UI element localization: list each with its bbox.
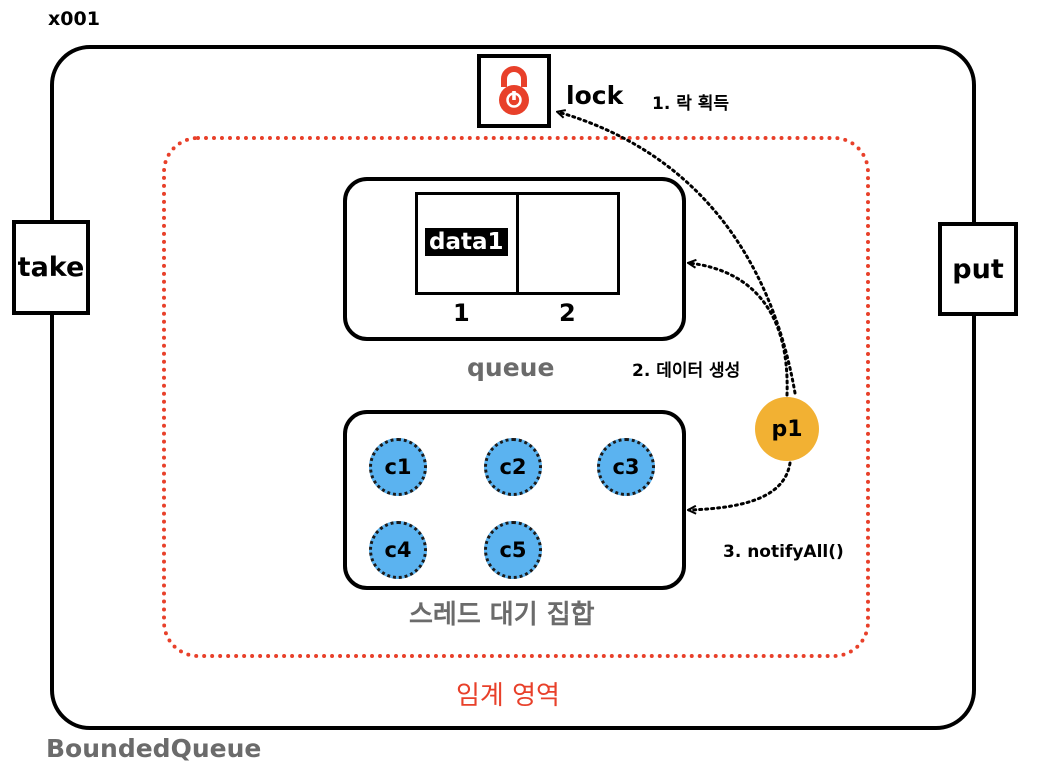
arrow-produce-data [689, 263, 789, 397]
put-label: put [952, 253, 1004, 285]
lock-box [477, 54, 551, 128]
bounded-queue-container [50, 45, 976, 730]
put-method: put [938, 222, 1018, 316]
critical-section-region [162, 136, 870, 658]
queue-slot-1: data1 [418, 195, 516, 292]
take-label: take [17, 252, 85, 283]
producer-thread: p1 [755, 397, 819, 461]
consumer-thread: c3 [597, 438, 655, 496]
slot-index-2: 2 [559, 299, 576, 327]
step-1-label: 1. 락 획득 [652, 94, 730, 114]
wait-set-label: 스레드 대기 집합 [409, 600, 595, 630]
consumer-thread: c5 [484, 521, 542, 579]
step-2-label: 2. 데이터 생성 [632, 361, 741, 381]
queue-slots: data1 [415, 192, 620, 295]
consumer-thread: c1 [369, 438, 427, 496]
class-name: BoundedQueue [46, 734, 262, 763]
queue-slot-2 [516, 195, 617, 292]
producer-label: p1 [771, 416, 803, 442]
slot-index-1: 1 [453, 299, 470, 327]
padlock-icon [499, 66, 529, 115]
step-3-label: 3. notifyAll() [723, 542, 844, 562]
arrow-acquire-lock [558, 112, 797, 395]
consumer-thread: c2 [484, 438, 542, 496]
queue-box [343, 177, 686, 341]
object-id: x001 [48, 8, 100, 30]
consumer-thread: c4 [369, 521, 427, 579]
wait-set-box [343, 410, 686, 590]
queue-label: queue [467, 353, 555, 382]
take-method: take [12, 220, 90, 315]
queue-item: data1 [425, 228, 508, 256]
lock-label: lock [566, 81, 624, 110]
arrow-notify-all [689, 461, 792, 510]
critical-section-label: 임계 영역 [456, 681, 560, 711]
